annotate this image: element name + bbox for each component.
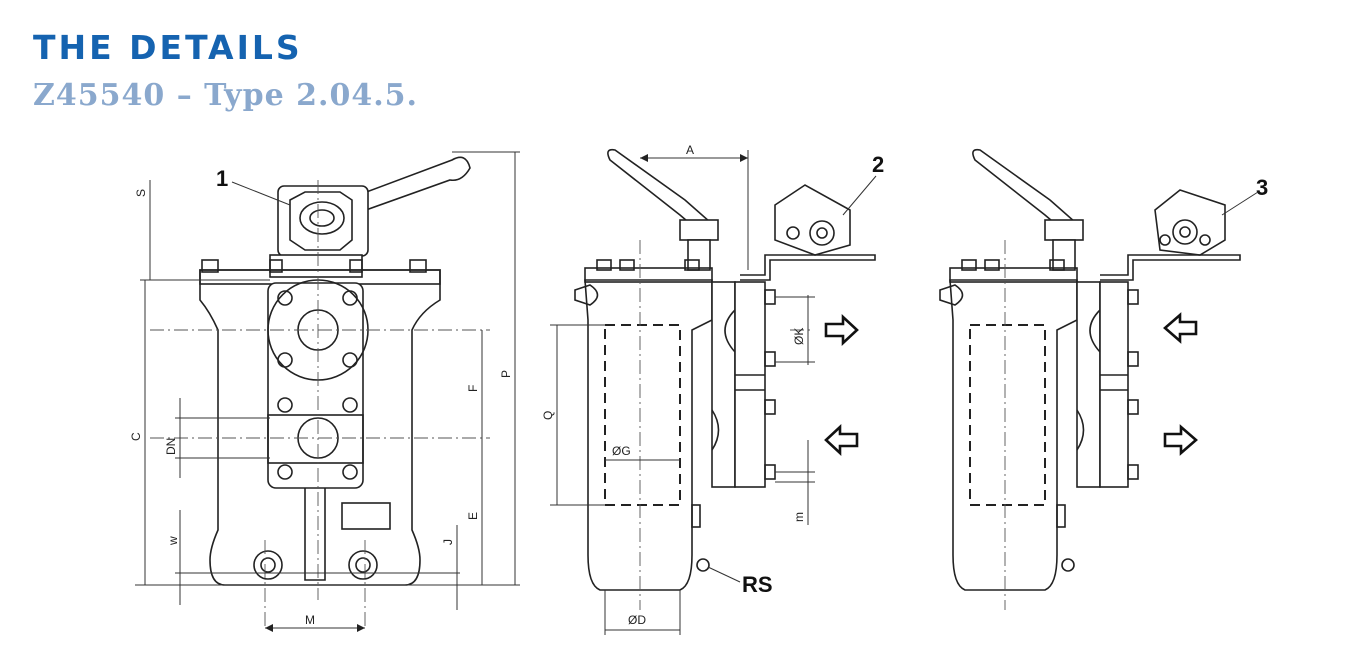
side-element (604, 324, 681, 506)
dim-j: J (441, 539, 455, 545)
dim-f: F (466, 385, 480, 392)
arrow-left-icon-alt (1163, 312, 1198, 344)
dim-og: ØG (612, 444, 631, 458)
dim-s: S (134, 189, 148, 197)
front-center-plate (267, 282, 364, 489)
callout-rs: RS (742, 572, 773, 597)
page-subtitle: Z45540 – Type 2.04.5. (33, 78, 418, 113)
alt-indicator (1154, 189, 1226, 256)
alt-housing (949, 279, 1078, 591)
front-view: 1 S C DN w M F E P J (129, 151, 520, 632)
dim-c: C (129, 432, 143, 441)
dim-e: E (466, 512, 480, 520)
side-indicator (774, 184, 851, 256)
callout-3: 3 (1256, 175, 1268, 200)
side-view: 2 RS A Q ØG ØD ØK m (541, 143, 884, 635)
front-handle (343, 156, 471, 216)
side-view-alt: 3 (939, 148, 1268, 610)
dim-dn: DN (164, 438, 178, 455)
alt-element (969, 324, 1046, 506)
dim-ok: ØK (792, 328, 806, 345)
dim-m-lower: m (792, 512, 806, 522)
dim-q: Q (541, 411, 555, 420)
front-valve-head (277, 185, 369, 257)
side-housing (584, 279, 713, 591)
page-title: THE DETAILS (33, 28, 303, 67)
callout-2: 2 (872, 152, 884, 177)
arrow-right-icon-alt (1163, 424, 1198, 456)
dim-od: ØD (628, 613, 646, 627)
dim-a: A (686, 143, 694, 157)
arrow-left-icon (824, 424, 859, 456)
dim-m-upper: M (305, 613, 315, 627)
arrow-right-icon (824, 314, 859, 346)
callout-1: 1 (216, 166, 228, 191)
dim-p: P (499, 370, 513, 378)
dim-w: w (166, 536, 180, 546)
